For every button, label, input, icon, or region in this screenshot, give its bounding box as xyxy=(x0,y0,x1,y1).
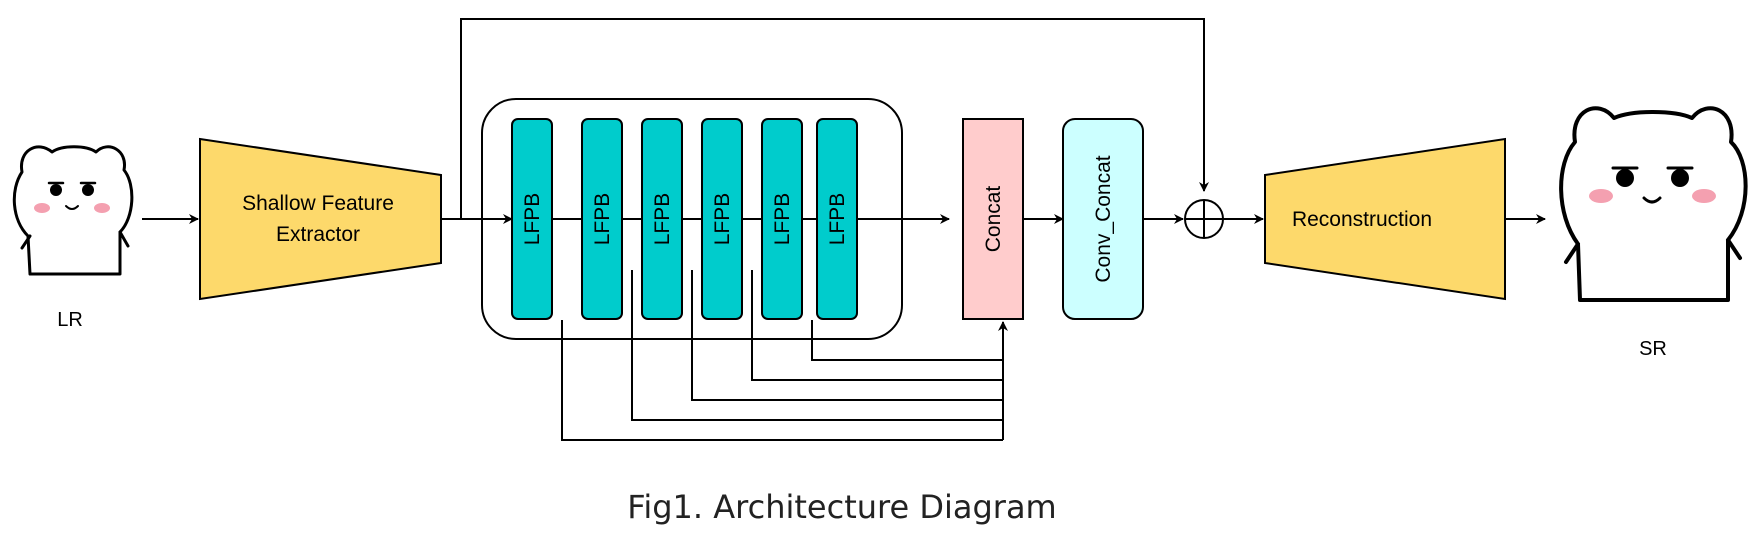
lfpb-label-1: LFPB xyxy=(521,193,544,246)
shallow-feature-label-line2: Extractor xyxy=(276,223,360,246)
conv-concat-block: Conv_Concat xyxy=(1062,118,1144,320)
lfpb-block-1: LFPB xyxy=(511,118,553,320)
concat-block: Concat xyxy=(962,118,1024,320)
lfpb-block-4: LFPB xyxy=(701,118,743,320)
sr-label: SR xyxy=(1639,338,1667,360)
lfpb-label-3: LFPB xyxy=(651,193,674,246)
lfpb-label-2: LFPB xyxy=(591,193,614,246)
lfpb-block-5: LFPB xyxy=(761,118,803,320)
sr-hamster-icon xyxy=(1559,106,1748,302)
dense-connections xyxy=(561,270,1008,441)
shallow-feature-extractor xyxy=(199,137,442,301)
circled-plus-icon xyxy=(1184,199,1224,239)
reconstruction-label: Reconstruction xyxy=(1292,208,1432,231)
shallow-feature-label-line1: Shallow Feature xyxy=(242,192,394,215)
lfpb-label-5: LFPB xyxy=(771,193,794,246)
lfpb-label-6: LFPB xyxy=(826,193,849,246)
lfpb-label-4: LFPB xyxy=(711,193,734,246)
lfpb-block-2: LFPB xyxy=(581,118,623,320)
concat-label: Concat xyxy=(982,186,1005,253)
lr-hamster-icon xyxy=(12,145,134,276)
lfpb-block-6: LFPB xyxy=(816,118,858,320)
figure-caption: Fig1. Architecture Diagram xyxy=(627,488,1056,526)
lr-label: LR xyxy=(57,309,83,331)
lfpb-block-3: LFPB xyxy=(641,118,683,320)
global-skip-connection xyxy=(460,18,1209,219)
reconstruction-block xyxy=(1264,137,1506,301)
conv-concat-label: Conv_Concat xyxy=(1092,155,1115,282)
